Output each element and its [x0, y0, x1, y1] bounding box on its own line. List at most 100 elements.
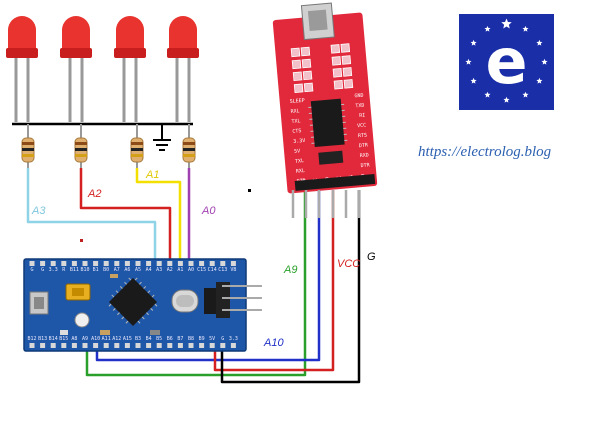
ftdi-pad-grid — [290, 43, 354, 94]
ftdi-left-pin-label: CTS — [292, 128, 302, 135]
board-top-pin-label: R — [62, 267, 66, 273]
ftdi-right-pin-label: TXD — [355, 103, 365, 110]
board-top-pin-pad — [177, 261, 183, 266]
board-bottom-pin-label: 5V — [209, 336, 215, 342]
board-bottom-pin-label: B14 — [49, 336, 58, 342]
ftdi-left-pin-label: 5V — [294, 148, 301, 155]
wire-a10 — [95, 190, 321, 362]
board-bottom-pin-pad — [29, 343, 35, 348]
logo-star-icon — [465, 58, 472, 65]
board-bottom-pin-pad — [71, 343, 77, 348]
board-bottom-pin-pad — [124, 343, 130, 348]
ftdi-right-pin-label: DTR — [360, 162, 371, 169]
label-g: G — [367, 251, 376, 263]
ftdi-left-pin-label: TXL — [291, 118, 301, 125]
board-bottom-pin-label: 3.3 — [229, 336, 238, 342]
electrolog-logo: e — [459, 14, 554, 110]
board-bottom-pin-label: G — [221, 336, 224, 342]
led-2-dome — [62, 16, 90, 48]
board-reset-button — [74, 312, 90, 328]
ftdi-voltage-jumper — [318, 150, 344, 165]
board-top-pin-label: G — [30, 267, 33, 273]
board-top-pin-pad — [114, 261, 120, 266]
board-top-pin-label: A0 — [188, 267, 194, 273]
board-bottom-pin-pad — [50, 343, 56, 348]
board-top-pin-label: C15 — [197, 267, 206, 273]
wire-a3 — [26, 168, 157, 260]
board-top-pin-pad — [50, 261, 56, 266]
stray-dot-black — [248, 189, 251, 192]
board-top-pin-label: VB — [230, 267, 236, 273]
ftdi-left-pin-label: SLEEP — [290, 98, 306, 105]
board-bottom-pin-pad — [93, 343, 99, 348]
logo-star-icon — [541, 58, 548, 65]
board-bottom-pin-label: B9 — [199, 336, 205, 342]
board-bottom-pin-label: A15 — [123, 336, 132, 342]
board-bottom-pin-pad — [114, 343, 120, 348]
board-bottom-pin-pad — [135, 343, 141, 348]
board-top-pin-pad — [220, 261, 226, 266]
board-bottom-pin-label: A12 — [112, 336, 121, 342]
wire-a1 — [135, 168, 182, 260]
wire-gnd — [220, 190, 361, 384]
logo-star-icon — [484, 91, 491, 98]
board-bottom-pin-pad — [177, 343, 183, 348]
board-bottom-pin-pad — [103, 343, 109, 348]
wire-a9 — [85, 190, 307, 377]
ftdi-left-pin-label: TXL — [295, 158, 305, 165]
board-bottom-pin-label: A10 — [91, 336, 100, 342]
led-1-dome — [8, 16, 36, 48]
led-1 — [6, 16, 38, 122]
board-top-pin-label: A4 — [146, 267, 152, 273]
board-top-pin-pad — [188, 261, 194, 266]
ftdi-right-pin-label: GND — [354, 93, 364, 100]
board-top-pin-pad — [93, 261, 99, 266]
board-top-pin-label: B0 — [103, 267, 109, 273]
led-4-dome — [169, 16, 197, 48]
board-bottom-pin-pad — [167, 343, 173, 348]
board-bottom-pin-label: A11 — [102, 336, 111, 342]
logo-letter: e — [485, 25, 527, 98]
led-array — [6, 16, 199, 122]
logo-star-icon — [536, 77, 543, 84]
board-top-pin-pad — [61, 261, 67, 266]
board-bottom-pin-pad — [230, 343, 236, 348]
board-top-pin-label: A6 — [124, 267, 130, 273]
ftdi-right-pin-label: RI — [359, 113, 366, 120]
board-top-pin-pad — [156, 261, 162, 266]
board-bottom-pin-label: B4 — [146, 336, 152, 342]
board-top-pin-label: G — [41, 267, 44, 273]
board-bottom-pin-pad — [82, 343, 88, 348]
led-3-rim — [114, 48, 146, 58]
board-top-pin-label: B11 — [70, 267, 79, 273]
ground-symbol-icon — [153, 124, 171, 151]
resistor-4 — [182, 124, 196, 168]
board-debug-header — [216, 282, 262, 318]
board-top-pin-pad — [146, 261, 152, 266]
ftdi-chip — [310, 98, 345, 148]
ftdi-right-pin-label: DTR — [359, 142, 370, 149]
label-a3: A3 — [31, 205, 46, 217]
board-top-pin-label: C13 — [218, 267, 227, 273]
board-top-pin-label: 3.3 — [49, 267, 58, 273]
led-1-rim — [6, 48, 38, 58]
board-top-pin-label: A7 — [114, 267, 120, 273]
board-bottom-pin-pad — [156, 343, 162, 348]
board-top-pin-pad — [209, 261, 215, 266]
board-bottom-pin-pad — [61, 343, 67, 348]
board-bottom-pin-label: B3 — [135, 336, 141, 342]
label-a9: A9 — [283, 264, 297, 276]
resistor-3 — [130, 124, 144, 168]
board-top-pin-label: A3 — [156, 267, 162, 273]
board-bottom-pin-pad — [188, 343, 194, 348]
board-top-pin-pad — [167, 261, 173, 266]
label-a0: A0 — [201, 205, 216, 217]
ftdi-left-pin-label: RXL — [296, 168, 306, 175]
resistors — [21, 124, 196, 168]
logo-star-icon — [484, 25, 491, 32]
led-4 — [167, 16, 199, 122]
